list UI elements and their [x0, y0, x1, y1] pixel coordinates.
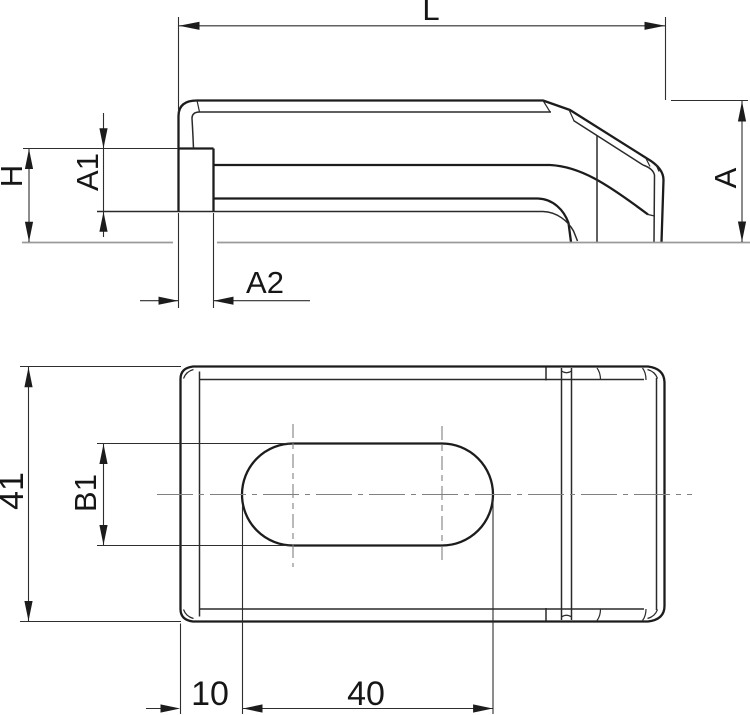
dimension-L: L [177, 0, 667, 112]
edge-arc [642, 367, 647, 381]
top-view: 41 B1 10 40 [0, 365, 692, 714]
edge-arc [596, 367, 602, 381]
dimension-H: H [0, 147, 178, 242]
plate-outline [179, 365, 666, 623]
corner-detail-arc [182, 368, 194, 379]
right-inner-face [653, 174, 656, 243]
dimension-label-A1: A1 [70, 153, 105, 191]
arrowhead-bottom [24, 601, 33, 621]
arrowhead-bottom [737, 221, 747, 242]
underside-curve-3 [542, 210, 579, 242]
dimension-label-41: 41 [0, 472, 31, 510]
bend-tick [644, 157, 651, 167]
arrowhead-bottom [99, 211, 108, 232]
arrowhead-top [24, 367, 33, 388]
bend-bridge-arc [561, 614, 572, 618]
slot-outline [240, 442, 495, 547]
arrowhead-right [644, 21, 665, 30]
bend-inner-diagonal [573, 119, 644, 166]
arrowhead-bottom [24, 221, 34, 242]
part-outer-contour [197, 99, 665, 243]
arrowhead-top [99, 444, 108, 464]
dimension-A1: A1 [70, 113, 108, 237]
bend-bridge-arc [561, 370, 572, 374]
dimension-B1: B1 [68, 442, 290, 547]
bend-tick [568, 109, 575, 122]
top-view-part-outline [179, 365, 666, 623]
arrowhead-top [24, 149, 34, 169]
corner-detail-arc [647, 609, 659, 620]
dimension-label-A: A [708, 167, 743, 188]
left-inner-face-line [191, 118, 195, 149]
corner-detail-arc [182, 609, 194, 620]
arrowhead-bottom [99, 525, 108, 545]
arrowhead [160, 704, 181, 713]
underside-curve-2 [537, 197, 573, 243]
side-view: L A H A1 [0, 0, 750, 308]
dimension-label-H: H [0, 165, 29, 187]
arrowhead-left [158, 296, 179, 305]
dimension-A2: A2 [140, 213, 310, 308]
edge-arc [596, 608, 602, 621]
corner-detail-arc [647, 368, 659, 379]
left-inner-corner-arc [191, 111, 200, 119]
dimension-label-L: L [422, 0, 439, 27]
dimension-label-10: 10 [191, 675, 229, 713]
dimension-41: 41 [0, 365, 181, 623]
bend-tick [542, 100, 551, 113]
arrowhead-right [473, 704, 493, 713]
dimension-A: A [671, 99, 748, 242]
centerlines [157, 424, 692, 567]
arrowhead-left [179, 21, 200, 30]
side-view-part-outline [97, 99, 665, 243]
arrowhead-right [213, 296, 234, 305]
part-left-corner-arc [177, 99, 198, 117]
foot-tick [647, 213, 655, 217]
dimension-label-40: 40 [347, 675, 385, 713]
bend-tick [654, 163, 660, 172]
underside-curve-1 [549, 163, 649, 216]
right-inner-corner-arc [642, 164, 656, 176]
arrowhead-left [242, 704, 263, 713]
dimension-label-B1: B1 [68, 474, 103, 512]
arrowhead-top [99, 128, 108, 149]
arrowhead-top [737, 101, 747, 122]
dimension-label-A2: A2 [246, 265, 284, 300]
edge-arc [642, 608, 647, 621]
corner-tick [196, 100, 201, 113]
dimension-40: 40 [241, 497, 494, 714]
dimension-10: 10 [146, 623, 229, 714]
